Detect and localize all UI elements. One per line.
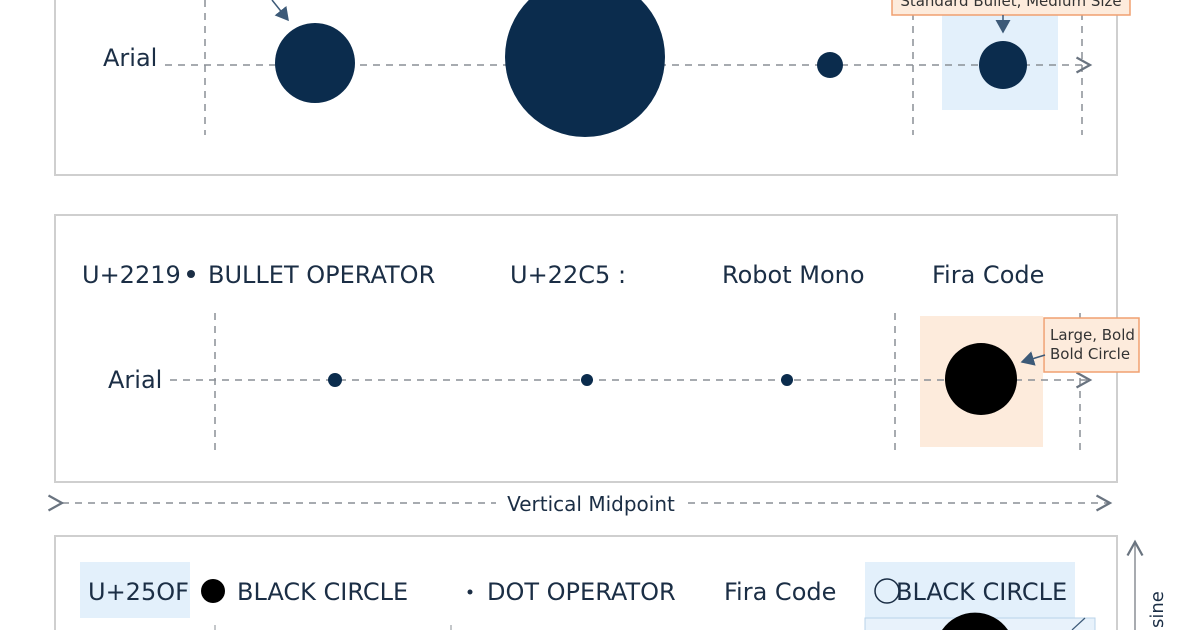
codepoint-label: U+25OF [88,578,189,606]
circle-outline-glyph [874,578,900,604]
panel-bullet-operator: U+2219 BULLET OPERATOR U+22C5 : Robot Mo… [54,214,1140,483]
vertical-midpoint: Vertical Midpoint [47,492,1113,516]
bullet-glyph [581,374,593,386]
panel-arial-sizes: Arial Standard Bullet, Medium Size [54,0,1131,176]
black-circle-glyph [945,343,1017,415]
glyph-sample: : [618,261,626,289]
bullet-glyph [275,23,355,103]
bullet-glyph [187,270,195,278]
callout-text: Standard Bullet, Medium Size [900,0,1121,10]
font-label: Fira Code [932,261,1044,289]
bullet-glyph [505,0,665,137]
callout-box [891,0,1131,16]
font-label: Robot Mono [722,261,865,289]
glyph-name: BLACK CIRCLE [237,578,408,606]
black-circle-glyph [942,612,1008,630]
highlight-box [865,562,1075,618]
pointer-arrow [1071,617,1086,630]
row-label: Arial [103,44,157,72]
callout-box [1043,317,1140,373]
callout-text: Large, Bold [1050,326,1135,344]
row-label: Arial [108,366,162,394]
highlight-box [80,562,190,618]
bullet-glyph [817,52,843,78]
midpoint-label: Vertical Midpoint [507,492,675,516]
glyph-name: BLACK CIRCLE [896,578,1067,606]
axis-label: sine [1147,591,1168,628]
pointer-arrow [271,0,289,22]
black-circle-glyph [201,579,225,603]
dot-glyph [467,589,473,595]
font-label: Fira Code [724,578,836,606]
glyph-name: DOT OPERATOR [487,578,676,606]
bullet-glyph [328,373,342,387]
panel-black-circle: U+25OF BLACK CIRCLE DOT OPERATOR Fira Co… [54,535,1118,630]
side-axis: sine [1126,539,1168,630]
callout-text: Bold Circle [1050,345,1130,363]
codepoint-label: U+2219 [82,261,181,289]
pointer-arrow [1020,351,1046,366]
glyph-name: BULLET OPERATOR [208,261,435,289]
codepoint-label: U+22C5 [510,261,610,289]
bullet-glyph [781,374,793,386]
panel-frame [54,535,1118,630]
bullet-glyph [979,41,1027,89]
